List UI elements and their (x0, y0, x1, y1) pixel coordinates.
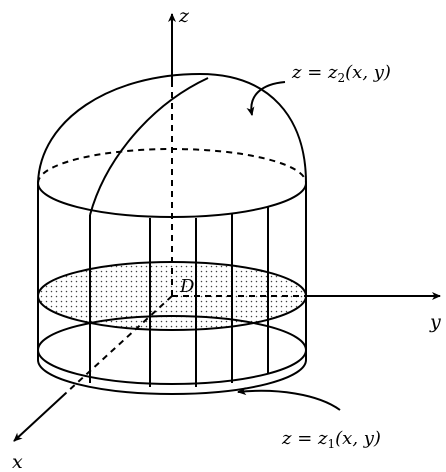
bottom-disk-front-arc (37, 349, 307, 385)
bottom-disk-back-arc (37, 315, 307, 351)
x-axis (13, 392, 67, 442)
x-axis-label: x (12, 451, 23, 472)
top-ellipse-front (37, 182, 307, 218)
top-ellipse-back (37, 148, 307, 184)
cylinder-wall-lines (37, 183, 307, 387)
lower-surface-equation: z = z1(x, y) (281, 428, 381, 451)
dome-meridian-curve (89, 77, 209, 216)
y-axis-label: y (429, 311, 441, 333)
upper-surface-equation: z = z2(x, y) (291, 62, 391, 85)
x-axis-hidden (65, 295, 173, 394)
dome-outline (37, 72, 307, 184)
z-axis-label: z (178, 5, 190, 27)
region-d-label: D (179, 276, 195, 297)
upper-surface-pointer (246, 81, 286, 116)
bottom-disk-rim (37, 350, 307, 395)
lower-surface-pointer (237, 387, 341, 411)
